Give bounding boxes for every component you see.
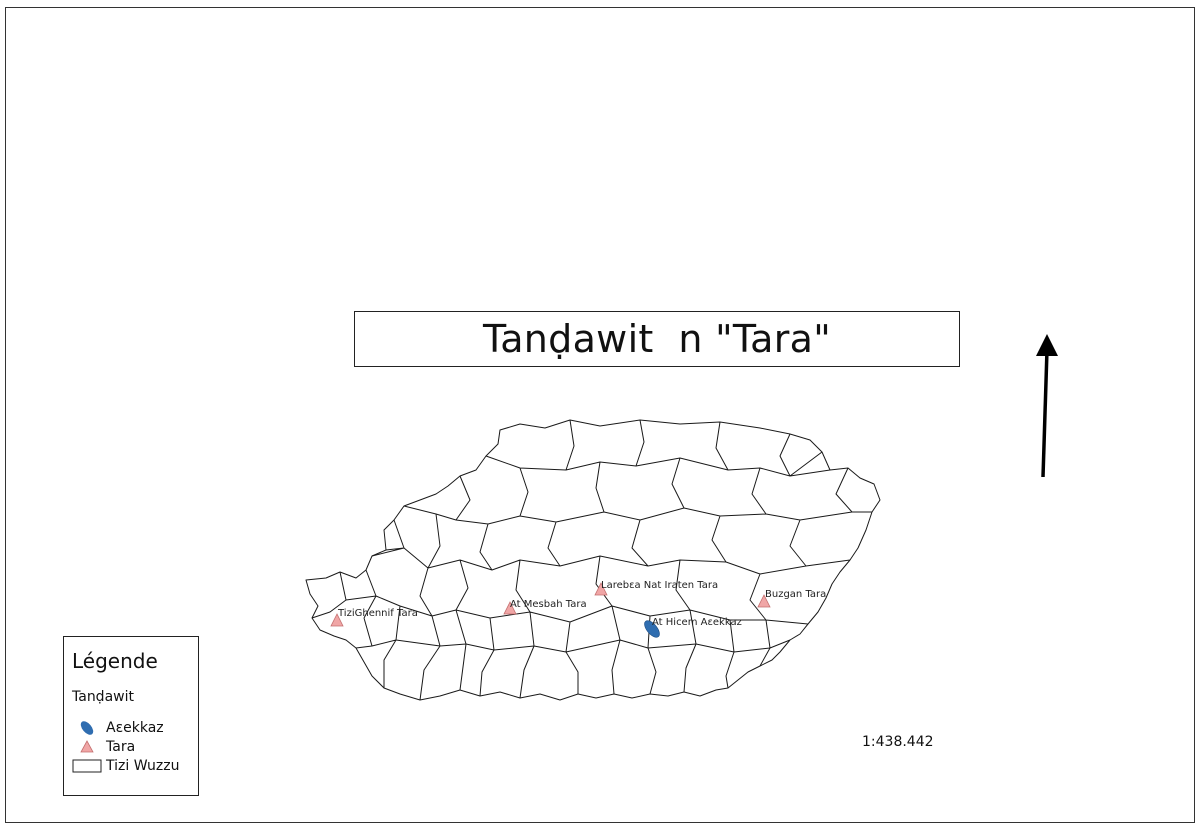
tara-marker-tizighennif	[330, 613, 344, 627]
legend-label-aekkaz: Aɛekkaz	[106, 720, 164, 736]
rectangle-icon	[72, 757, 102, 775]
place-label-buzgan: Buzgan Tara	[765, 589, 826, 600]
map-title: Tanḍawit n "Tara"	[482, 317, 832, 361]
triangle-icon	[72, 738, 102, 756]
north-arrow-icon	[1036, 334, 1058, 478]
map-frame	[5, 7, 1195, 823]
tara-marker-atmesbah	[503, 601, 517, 615]
ellipse-icon	[72, 719, 102, 737]
legend-label-tiziwuzzu: Tizi Wuzzu	[106, 758, 180, 774]
place-label-larebea: Larebɛa Nat Iraten Tara	[601, 580, 718, 591]
legend-label-tara: Tara	[106, 739, 136, 755]
legend: Légende Tanḍawit Aɛekkaz Tara Tizi Wuzzu	[63, 636, 199, 796]
map-title-box: Tanḍawit n "Tara"	[354, 311, 960, 367]
legend-item-tiziwuzzu: Tizi Wuzzu	[72, 757, 180, 775]
tara-marker-larebea	[594, 582, 608, 596]
place-label-atmesbah: At Mesbah Tara	[510, 599, 587, 610]
place-label-tizighennif: TiziGhennif Tara	[337, 608, 418, 619]
scale-label: 1:438.442	[862, 734, 934, 750]
tara-marker-buzgan	[757, 594, 771, 608]
legend-item-aekkaz: Aɛekkaz	[72, 719, 164, 737]
region-boundaries	[305, 419, 881, 701]
legend-group-title: Tanḍawit	[72, 689, 134, 705]
commune-boundaries	[311, 419, 872, 701]
legend-item-tara: Tara	[72, 738, 135, 756]
aekkaz-marker	[644, 620, 660, 638]
region-outline	[305, 419, 881, 701]
place-label-athicem: At Hicem Aɛekkaz	[652, 617, 742, 628]
legend-title: Légende	[72, 649, 158, 673]
